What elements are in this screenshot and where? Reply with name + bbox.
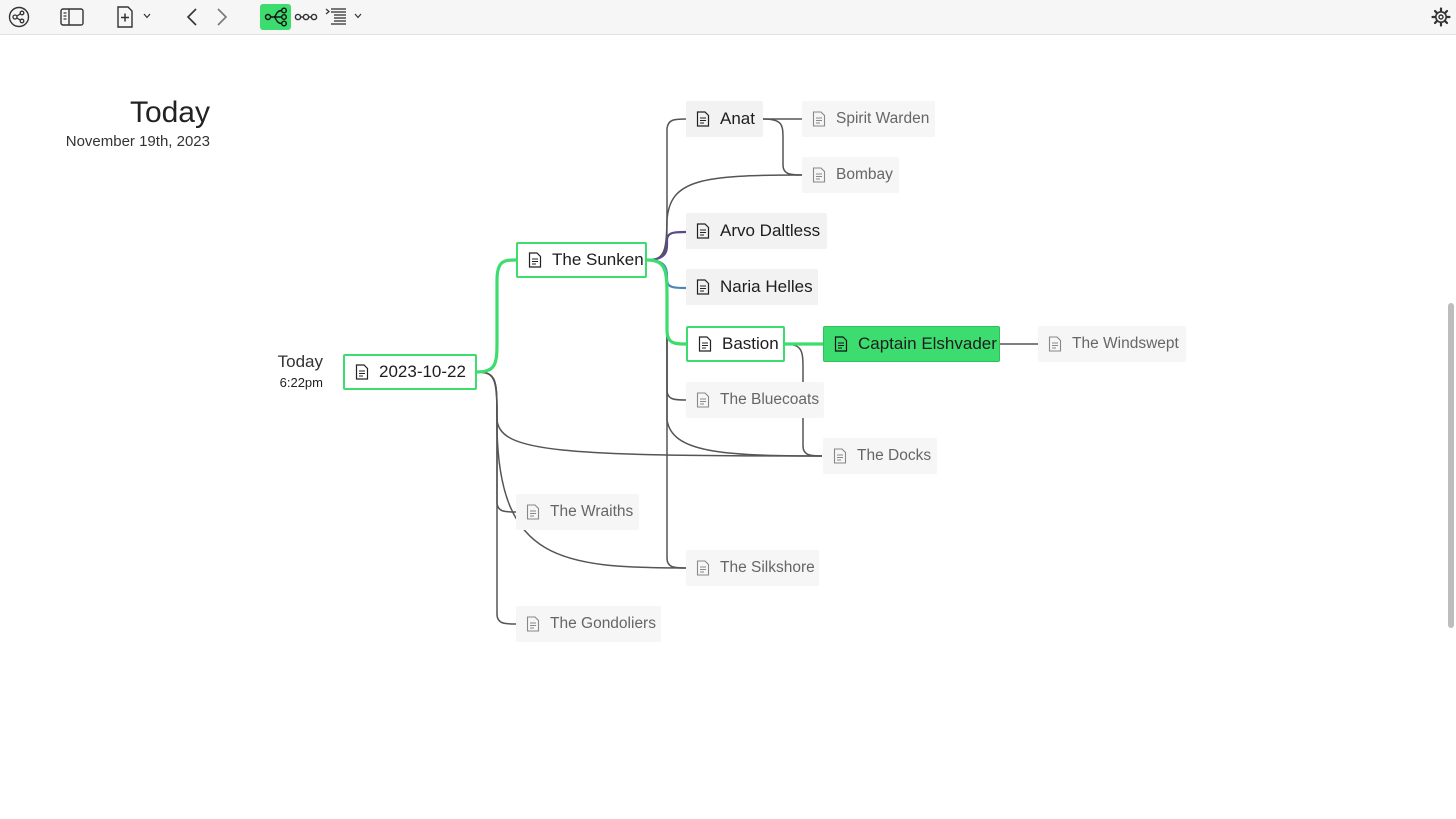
- node-label: 2023-10-22: [379, 362, 466, 381]
- mind-map-view-icon[interactable]: [260, 4, 291, 30]
- note-icon: [696, 279, 710, 295]
- page-date: November 19th, 2023: [65, 133, 210, 150]
- node-label: The Silkshore: [720, 559, 815, 576]
- toolbar: [0, 0, 1456, 35]
- edge: [476, 371, 687, 569]
- note-icon: [834, 336, 848, 352]
- node-the-bluecoats[interactable]: The Bluecoats: [686, 382, 824, 418]
- note-icon: [1048, 336, 1062, 352]
- node-date[interactable]: 2023-10-22: [343, 354, 477, 390]
- node-spirit-warden[interactable]: Spirit Warden: [802, 101, 935, 137]
- node-the-sunken[interactable]: The Sunken: [516, 242, 647, 278]
- node-label: Bombay: [836, 166, 893, 183]
- note-icon: [526, 504, 540, 520]
- node-label: The Gondoliers: [550, 615, 656, 632]
- node-the-gondoliers[interactable]: The Gondoliers: [516, 606, 661, 642]
- note-icon: [696, 223, 710, 239]
- edge: [646, 174, 803, 261]
- outline-view-icon[interactable]: [324, 4, 348, 30]
- edge: [646, 230, 687, 262]
- chevron-down-icon[interactable]: [143, 13, 151, 19]
- node-bastion[interactable]: Bastion: [686, 326, 785, 362]
- settings-icon[interactable]: [1430, 4, 1452, 30]
- root-label[interactable]: Today: [277, 352, 323, 371]
- node-label: Bastion: [722, 334, 779, 353]
- note-icon: [526, 616, 540, 632]
- note-icon: [696, 111, 710, 127]
- node-label: The Bluecoats: [720, 391, 820, 408]
- node-the-wraiths[interactable]: The Wraiths: [516, 494, 639, 530]
- note-icon: [812, 167, 826, 183]
- sidebar-toggle-icon[interactable]: [58, 4, 86, 30]
- new-note-icon[interactable]: [114, 4, 136, 30]
- node-label: Naria Helles: [720, 277, 813, 296]
- node-captain-elshvader[interactable]: Captain Elshvader: [823, 326, 1000, 362]
- edge: [762, 118, 803, 176]
- node-the-docks[interactable]: The Docks: [823, 438, 937, 474]
- node-bombay[interactable]: Bombay: [802, 157, 899, 193]
- note-icon: [355, 364, 369, 380]
- back-icon[interactable]: [183, 4, 201, 30]
- vertical-scrollbar[interactable]: [1448, 303, 1454, 628]
- note-icon: [696, 392, 710, 408]
- timeline-view-icon[interactable]: [294, 4, 318, 30]
- node-label: The Windswept: [1072, 335, 1179, 352]
- node-the-windswept[interactable]: The Windswept: [1038, 326, 1186, 362]
- note-icon: [696, 560, 710, 576]
- node-naria-helles[interactable]: Naria Helles: [686, 269, 818, 305]
- node-label: Anat: [720, 109, 755, 128]
- node-label: Arvo Daltless: [720, 221, 821, 240]
- node-arvo-daltless[interactable]: Arvo Daltless: [686, 213, 827, 249]
- node-label: The Sunken: [552, 250, 644, 269]
- node-label: The Wraiths: [550, 503, 634, 520]
- node-the-silkshore[interactable]: The Silkshore: [686, 550, 819, 586]
- note-icon: [812, 111, 826, 127]
- node-label: Captain Elshvader: [858, 334, 997, 353]
- root-time: 6:22pm: [279, 375, 323, 390]
- selected-edge: [646, 258, 687, 346]
- node-label: The Docks: [857, 447, 932, 464]
- note-icon: [698, 336, 712, 352]
- node-anat[interactable]: Anat: [686, 101, 763, 137]
- selected-edge: [476, 258, 517, 374]
- graph-view-icon[interactable]: [6, 4, 32, 30]
- note-icon: [528, 252, 542, 268]
- node-label: Spirit Warden: [836, 110, 930, 127]
- forward-icon[interactable]: [213, 4, 231, 30]
- edge: [476, 371, 823, 457]
- note-icon: [833, 448, 847, 464]
- page-title: Today: [129, 96, 210, 129]
- chevron-down-icon[interactable]: [354, 13, 362, 19]
